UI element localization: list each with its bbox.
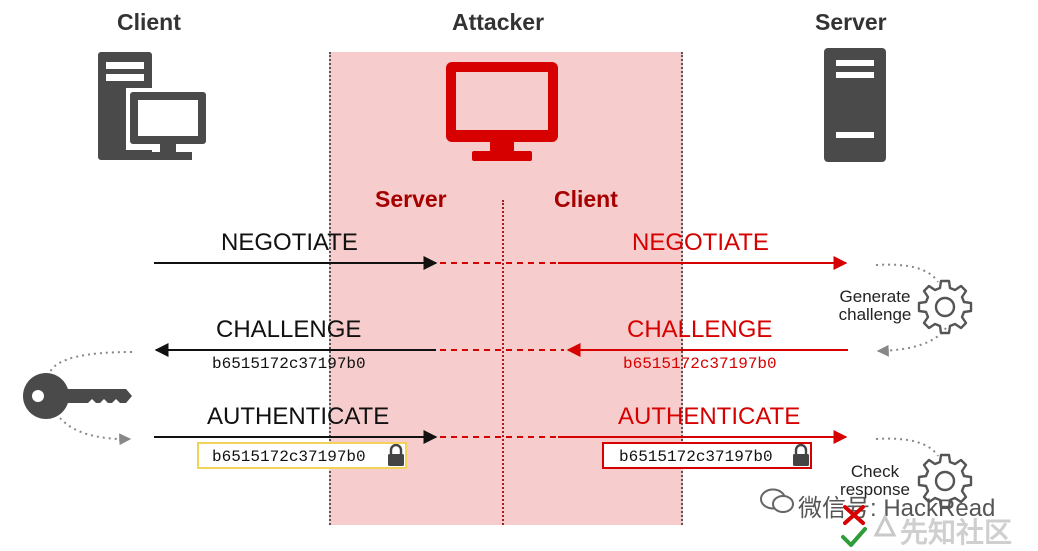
auth-hash-box-right: b6515172c37197b0 bbox=[602, 442, 812, 469]
attacker-monitor-icon bbox=[446, 62, 558, 161]
xianzhi-logo-text: 先知社区 bbox=[900, 516, 1013, 549]
check-icon bbox=[841, 527, 867, 547]
server-header: Server bbox=[815, 9, 887, 35]
key-flow-in bbox=[49, 351, 133, 373]
server-tower-icon bbox=[824, 48, 886, 162]
challenge-hash-left: b6515172c37197b0 bbox=[212, 355, 366, 373]
auth-hash-left: b6515172c37197b0 bbox=[212, 448, 366, 466]
generate-flow-out bbox=[876, 327, 947, 357]
challenge-label-left: CHALLENGE bbox=[216, 316, 362, 343]
attacker-zone-divider bbox=[502, 200, 504, 525]
key-flow-out bbox=[59, 417, 132, 446]
xianzhi-logo-icon bbox=[873, 513, 897, 537]
challenge-label-right: CHALLENGE bbox=[627, 316, 773, 343]
check-response-line2: response bbox=[840, 480, 910, 499]
lock-icon bbox=[793, 444, 809, 466]
generate-challenge-line2: challenge bbox=[838, 305, 912, 324]
generate-challenge-label: Generate challenge bbox=[828, 288, 922, 324]
gear-icon bbox=[917, 279, 973, 335]
cross-icon bbox=[843, 505, 865, 525]
lock-icon bbox=[388, 444, 404, 466]
attacker-as-client-label: Client bbox=[554, 186, 618, 212]
watermark-text: 微信号: HackRead bbox=[798, 495, 996, 522]
client-computer-icon bbox=[98, 52, 210, 160]
authenticate-label-left: AUTHENTICATE bbox=[207, 403, 390, 430]
negotiate-label-right: NEGOTIATE bbox=[632, 229, 769, 256]
negotiate-label-left: NEGOTIATE bbox=[221, 229, 358, 256]
gear-icon bbox=[917, 453, 973, 509]
auth-hash-box-left: b6515172c37197b0 bbox=[197, 442, 407, 469]
generate-challenge-line1: Generate bbox=[839, 287, 911, 306]
auth-hash-right: b6515172c37197b0 bbox=[619, 448, 773, 466]
key-icon bbox=[23, 373, 132, 419]
check-response-line1: Check bbox=[850, 462, 900, 481]
authenticate-label-right: AUTHENTICATE bbox=[618, 403, 801, 430]
challenge-hash-right: b6515172c37197b0 bbox=[623, 355, 777, 373]
attacker-as-server-label: Server bbox=[375, 186, 447, 212]
attacker-header: Attacker bbox=[452, 9, 545, 35]
check-response-label: Check response bbox=[828, 463, 922, 499]
client-header: Client bbox=[117, 9, 181, 35]
wechat-icon bbox=[760, 488, 794, 513]
